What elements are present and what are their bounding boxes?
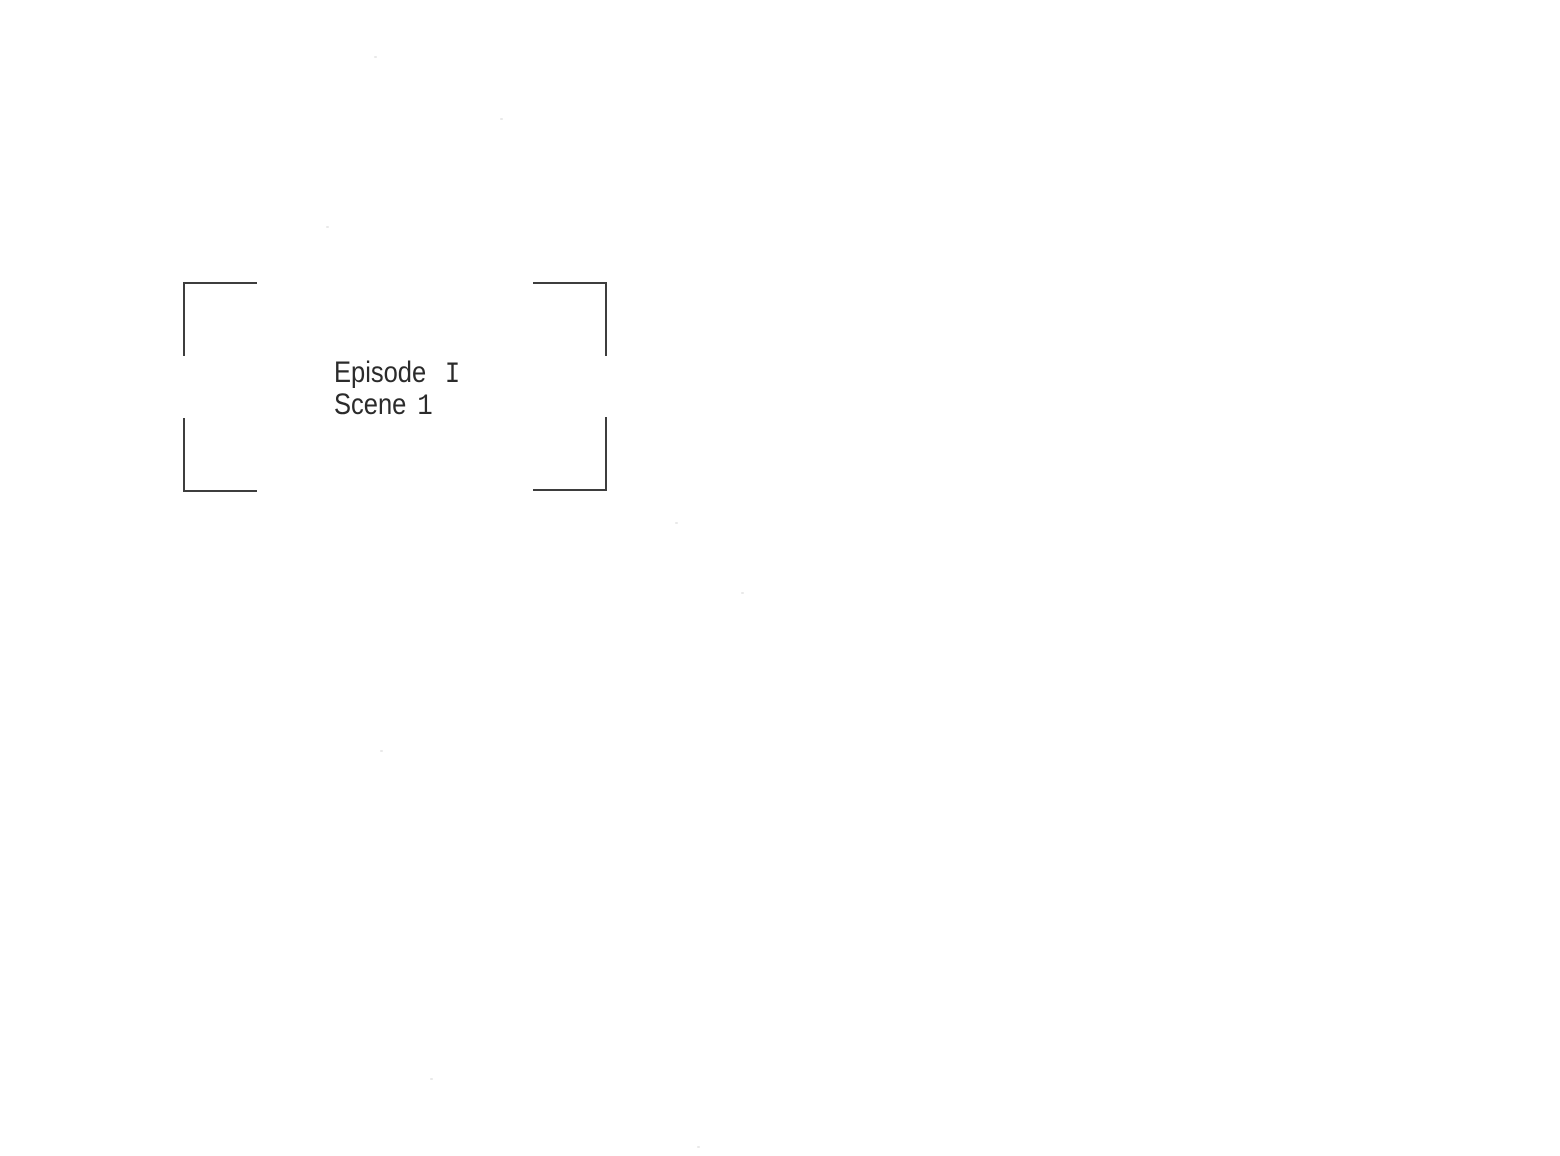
scan-speck [675, 522, 678, 524]
frame-corner-top-right [533, 282, 607, 356]
scan-speck [430, 1078, 433, 1080]
scene-label: Scene [334, 388, 407, 421]
scan-speck [374, 56, 377, 58]
scene-line: Scene 1 [334, 388, 460, 424]
panel-caption: Episode I Scene 1 [334, 356, 461, 424]
frame-corner-bottom-right [533, 417, 607, 491]
episode-label: Episode [334, 356, 427, 389]
episode-number: I [444, 358, 461, 392]
episode-line: Episode I [334, 356, 461, 392]
scan-speck [326, 226, 329, 228]
scan-speck [741, 592, 744, 594]
scan-speck [500, 118, 503, 120]
scan-speck [380, 750, 383, 752]
frame-corner-bottom-left [183, 418, 257, 492]
frame-corner-top-left [183, 282, 257, 356]
scene-number: 1 [417, 390, 433, 424]
scan-speck [697, 1146, 700, 1148]
